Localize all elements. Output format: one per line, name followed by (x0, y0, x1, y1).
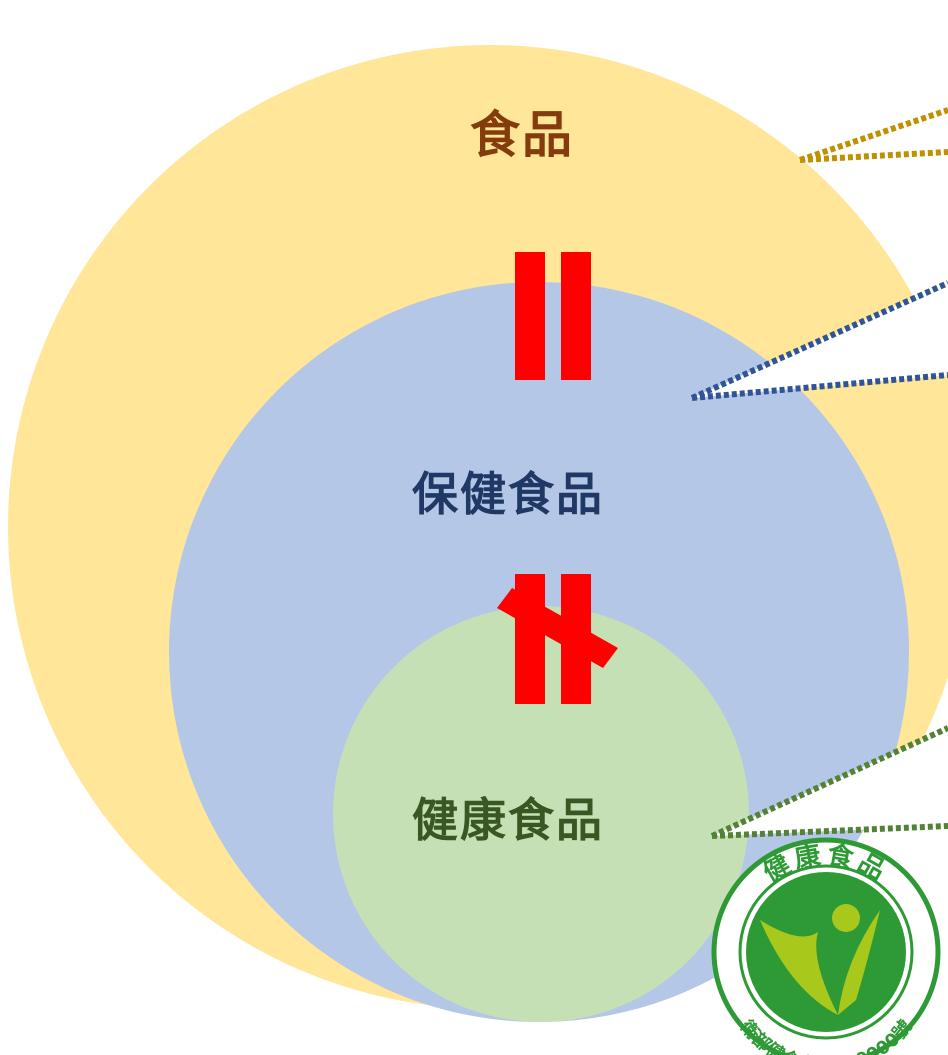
certified-health-food-circle (333, 606, 749, 1022)
logo-figure-head-icon (832, 904, 860, 932)
health-food-label: 保健食品 (412, 467, 604, 521)
food-label: 食品 (470, 105, 574, 164)
health-food-callout (690, 280, 948, 401)
health-food-logo: 健康食品 衛部健食字第A00000號 (711, 837, 941, 1055)
not-equal-sign (497, 574, 618, 704)
logo-figure-right-icon (838, 910, 880, 1015)
certified-callout (710, 725, 948, 839)
equal-sign (515, 252, 591, 380)
food-callout (799, 107, 948, 163)
logo-figure-left-icon (760, 920, 838, 1015)
certified-health-food-label: 健康食品 (412, 793, 604, 847)
